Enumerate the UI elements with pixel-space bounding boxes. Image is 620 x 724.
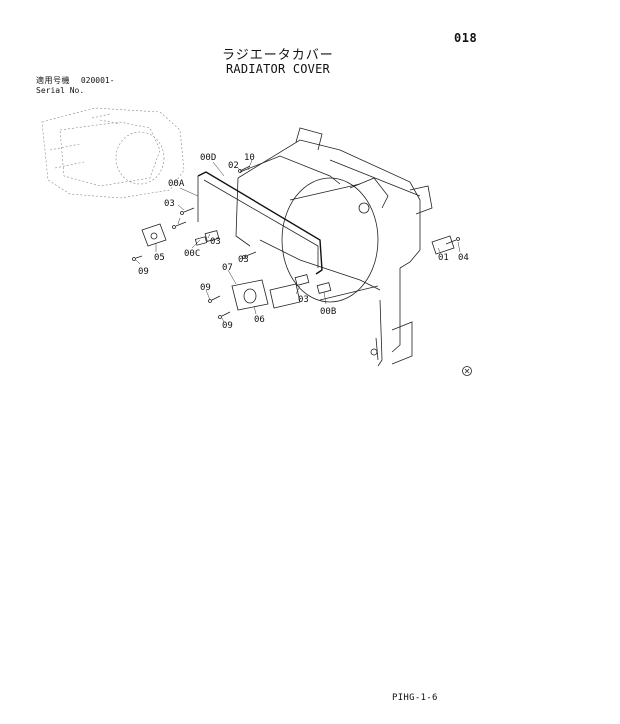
callout-03-mid-left: 03	[210, 237, 221, 247]
bolt-icons	[132, 165, 460, 319]
serial-number-block: 適用号機 020001- Serial No.	[36, 76, 115, 96]
callout-09-lower: 09	[222, 321, 233, 331]
circled-reference-mark	[462, 366, 472, 376]
callout-00A: 00A	[168, 179, 185, 189]
callout-09-mid: 09	[200, 283, 211, 293]
serial-line-japanese: 適用号機 020001-	[36, 76, 115, 86]
callout-00C: 00C	[184, 249, 200, 259]
callout-09-left: 09	[138, 267, 149, 277]
page-title-japanese: ラジエータカバー	[222, 48, 334, 63]
callout-02: 02	[228, 161, 239, 171]
cover-part-00D	[197, 171, 323, 275]
callout-01: 01	[438, 253, 449, 263]
page-title-english: RADIATOR COVER	[226, 62, 330, 76]
callout-03-right: 03	[298, 295, 309, 305]
pad-parts	[194, 230, 332, 294]
serial-number-value: 020001-	[80, 76, 115, 85]
callout-06: 06	[254, 315, 265, 325]
callout-04: 04	[458, 253, 469, 263]
radiator-housing-frame	[235, 127, 433, 367]
callout-07: 07	[222, 263, 233, 273]
engine-ghost-outline	[41, 107, 185, 199]
callout-10: 10	[244, 153, 255, 163]
bracket-part-01	[431, 235, 455, 255]
callout-03-upper-left: 03	[164, 199, 175, 209]
leader-lines	[135, 159, 461, 323]
footer-page-code: PIHG-1-6	[392, 693, 438, 703]
callout-03-center: 03	[238, 255, 249, 265]
serial-label-english: Serial No.	[36, 86, 85, 95]
bracket-part-00C	[141, 223, 167, 247]
callout-00B: 00B	[320, 307, 336, 317]
serial-label-japanese: 適用号機	[36, 76, 70, 85]
callout-00D: 00D	[200, 153, 216, 163]
bracket-part-06	[231, 279, 301, 311]
page-number: 018	[454, 31, 478, 45]
callout-05: 05	[154, 253, 165, 263]
